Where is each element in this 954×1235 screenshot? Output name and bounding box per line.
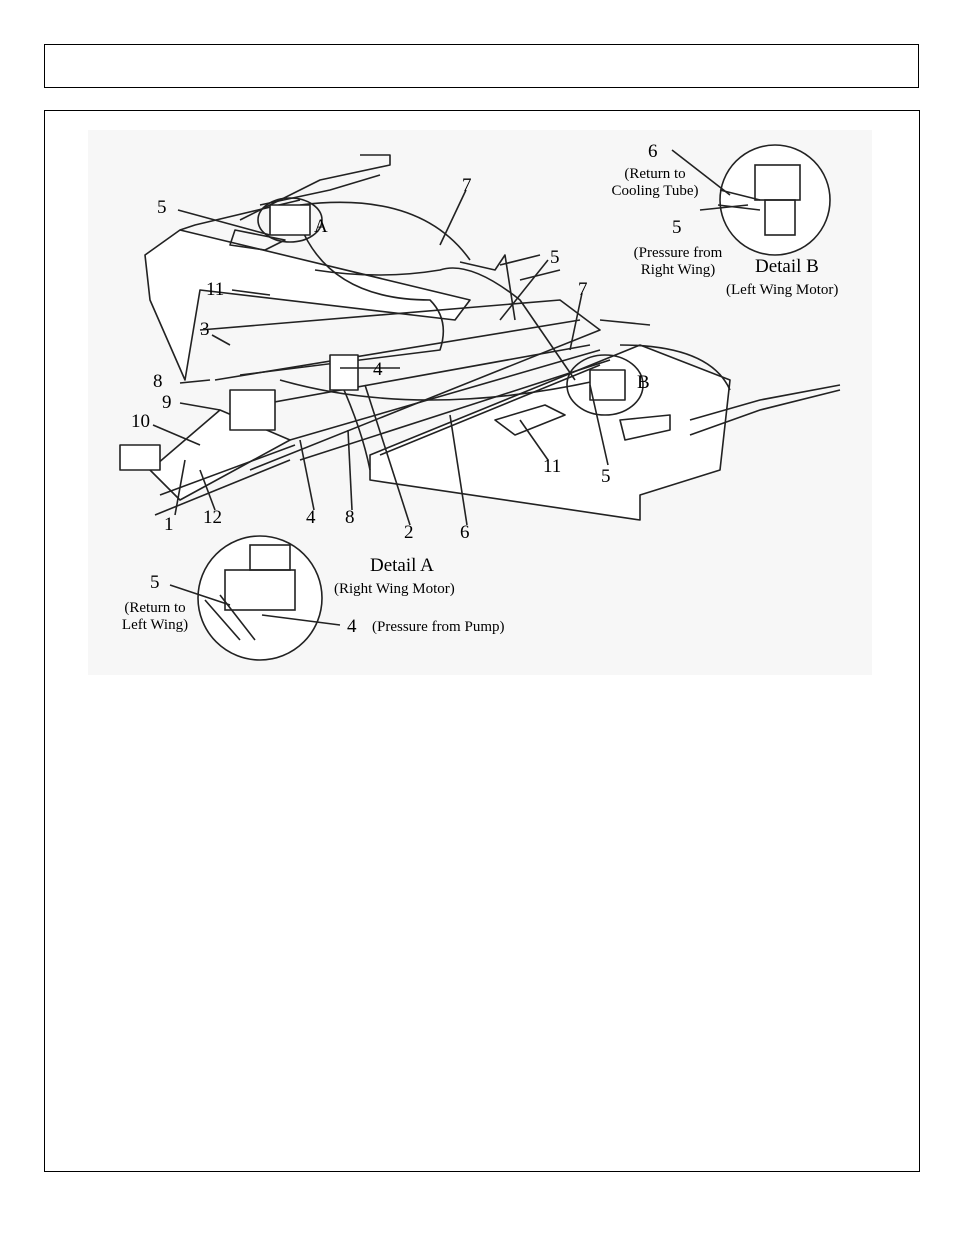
callout-4: 4 bbox=[306, 507, 316, 528]
callout-2: 2 bbox=[404, 522, 414, 543]
callout-7: 7 bbox=[578, 279, 588, 300]
callout-11: 11 bbox=[543, 456, 562, 477]
callout-5: 5 bbox=[601, 466, 611, 487]
detail-a-pressure-label: (Pressure from Pump) bbox=[372, 619, 505, 635]
callout-9: 9 bbox=[162, 392, 172, 413]
detail-a-subtitle: (Right Wing Motor) bbox=[334, 581, 455, 597]
content-frame bbox=[44, 110, 920, 1172]
callout-11: 11 bbox=[206, 279, 225, 300]
callout-4: 4 bbox=[373, 359, 383, 380]
callout-10: 10 bbox=[131, 411, 150, 432]
callout-3: 3 bbox=[200, 319, 210, 340]
detail-a-callout-5: 5 bbox=[150, 572, 160, 593]
detail-b-return-label: (Return to Cooling Tube) bbox=[611, 166, 699, 200]
detail-b-subtitle: (Left Wing Motor) bbox=[726, 282, 839, 298]
detail-a-title: Detail A bbox=[370, 555, 434, 576]
detail-b-title: Detail B bbox=[755, 256, 819, 277]
callout-8: 8 bbox=[345, 507, 355, 528]
callout-6: 6 bbox=[460, 522, 470, 543]
callout-12: 12 bbox=[203, 507, 222, 528]
callout-1: 1 bbox=[164, 514, 174, 535]
detail-b-callout-6: 6 bbox=[648, 141, 658, 162]
detail-a-callout-4: 4 bbox=[347, 616, 357, 637]
detail-a-return-label: (Return to Left Wing) bbox=[121, 600, 189, 634]
callout-5: 5 bbox=[550, 247, 560, 268]
detail-b-pressure-label: (Pressure from Right Wing) bbox=[633, 245, 723, 279]
detail-b-callout-5: 5 bbox=[672, 217, 682, 238]
callout-8: 8 bbox=[153, 371, 163, 392]
marker-a: A bbox=[314, 216, 328, 237]
callout-5: 5 bbox=[157, 197, 167, 218]
header-box bbox=[44, 44, 919, 88]
marker-b: B bbox=[637, 372, 650, 393]
callout-7: 7 bbox=[462, 175, 472, 196]
